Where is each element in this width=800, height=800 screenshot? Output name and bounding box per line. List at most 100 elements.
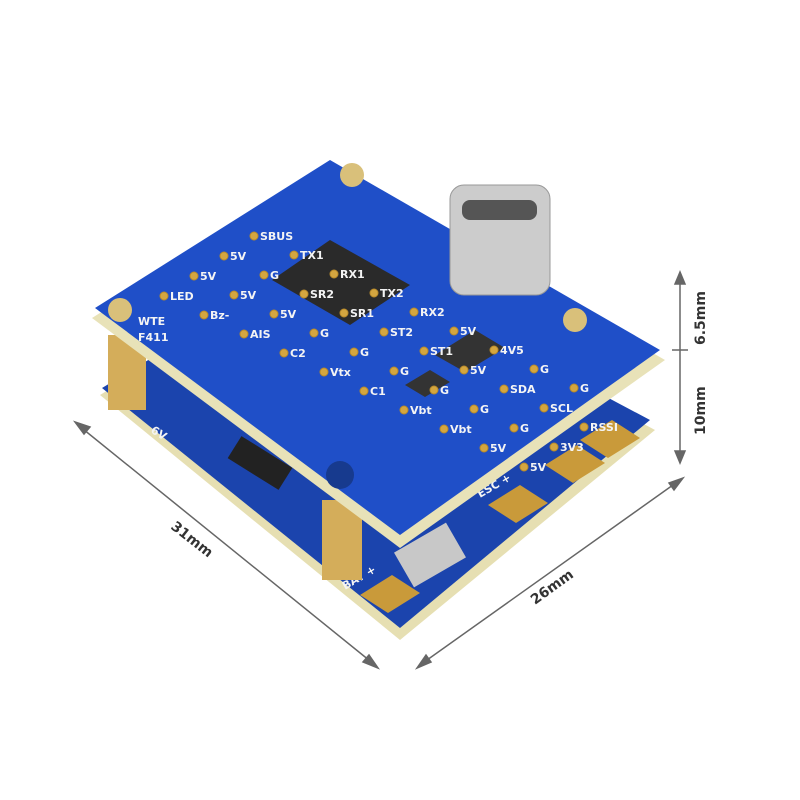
silk-label: SR2 [310, 288, 334, 301]
shunt-resistor [394, 522, 466, 588]
solder-pad [579, 422, 589, 432]
solder-pad [279, 348, 289, 358]
silk-label: 5V [200, 270, 217, 283]
solder-pad [409, 307, 419, 317]
silk-label: G [540, 363, 549, 376]
silk-label: Vtx [330, 366, 351, 379]
solder-pad [339, 308, 349, 318]
solder-pad [419, 346, 429, 356]
solder-pad [249, 231, 259, 241]
silk-label: SDA [510, 383, 536, 396]
model-label: F411 [138, 331, 168, 344]
silk-label: G [440, 384, 449, 397]
solder-pad [219, 251, 229, 261]
transistor-chip [405, 370, 450, 397]
solder-pad [459, 365, 469, 375]
silk-label: 5V [530, 461, 547, 474]
silk-label: TX2 [380, 287, 404, 300]
solder-pad [299, 289, 309, 299]
solder-pad [389, 366, 399, 376]
length-label: 31mm [168, 519, 216, 562]
esc-chip [227, 436, 293, 490]
silk-label: 5V [460, 325, 477, 338]
silk-label: ST2 [390, 326, 413, 339]
mcu-chip [272, 240, 410, 325]
silk-label: 5V [470, 364, 487, 377]
silk-label: 5V [490, 442, 507, 455]
silk-label: G [320, 327, 329, 340]
mounting-hole [340, 163, 364, 187]
silk-label: 4V5 [500, 344, 524, 357]
arrow-icon [673, 270, 687, 285]
solder-pad [189, 271, 199, 281]
silk-label: Bz- [210, 309, 229, 322]
solder-pad [499, 384, 509, 394]
top-height-label: 6.5mm [693, 291, 709, 345]
arrow-icon [414, 653, 433, 670]
solder-pad [349, 347, 359, 357]
mounting-hole [108, 298, 132, 322]
mounting-hole [326, 461, 354, 489]
silk-label: SBUS [260, 230, 293, 243]
width-label: 26mm [528, 567, 577, 609]
solder-pad [269, 309, 279, 319]
solder-pad [519, 462, 529, 472]
silkscreen-labels: WTE F411 LEDBz-AISC2VtxC1VbtVbt5V5V5V5V5… [138, 230, 618, 474]
silk-label: SCL [550, 402, 573, 415]
solder-pad [379, 327, 389, 337]
silk-label: C1 [370, 385, 386, 398]
motor-pads [360, 420, 640, 613]
silk-label: 5V [280, 308, 297, 321]
silk-label: G [520, 422, 529, 435]
silk-label: RSSI [590, 421, 618, 434]
dimension-lines [72, 270, 688, 670]
silk-label: ST1 [430, 345, 453, 358]
solder-pad [289, 250, 299, 260]
solder-pad [539, 403, 549, 413]
solder-pad [529, 364, 539, 374]
silk-label: 3V3 [560, 441, 584, 454]
silk-label: G [480, 403, 489, 416]
battery-pad [360, 575, 420, 613]
arrow-icon [667, 476, 686, 492]
motor-pad [545, 445, 605, 483]
board-surface [95, 160, 660, 535]
silk-label: RX2 [420, 306, 445, 319]
brand-label: WTE [138, 315, 165, 328]
solder-pad [469, 404, 479, 414]
top-board: WTE F411 LEDBz-AISC2VtxC1VbtVbt5V5V5V5V5… [92, 160, 665, 548]
solder-pad [369, 288, 379, 298]
solder-pad [569, 383, 579, 393]
mounting-hole [563, 308, 587, 332]
solder-pad [509, 423, 519, 433]
silk-label: SR1 [350, 307, 374, 320]
silk-label: G [270, 269, 279, 282]
silk-label: LED [170, 290, 194, 303]
silk-label: TX1 [300, 249, 324, 262]
regulator-chip [435, 330, 505, 372]
arrow-icon [673, 450, 687, 465]
arrow-icon [72, 420, 92, 436]
solder-pad [489, 345, 499, 355]
solder-pad [199, 310, 209, 320]
silk-label: C2 [290, 347, 306, 360]
stack-height-label: 10mm [693, 386, 709, 435]
solder-pad [399, 405, 409, 415]
solder-pad [449, 326, 459, 336]
usb-c-opening [462, 200, 537, 220]
solder-pad [549, 442, 559, 452]
silk-label: G [580, 382, 589, 395]
solder-pad [479, 443, 489, 453]
solder-pad [309, 328, 319, 338]
arrow-icon [361, 653, 381, 670]
width-dimension-line [419, 479, 681, 666]
length-dimension-line [77, 424, 376, 666]
silk-label: AIS [250, 328, 271, 341]
silk-label: 5V [240, 289, 257, 302]
solder-pad [319, 367, 329, 377]
silk-label: RX1 [340, 268, 365, 281]
solder-pad [159, 291, 169, 301]
silk-label: Vbt [410, 404, 432, 417]
